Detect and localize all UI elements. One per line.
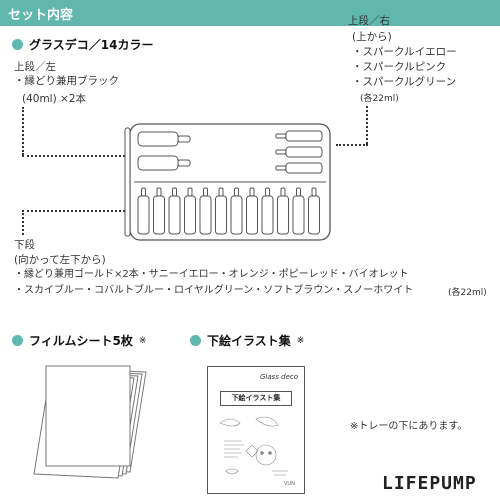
connector-left-horizontal (22, 155, 125, 157)
bottle-icon (215, 195, 227, 235)
bottle-cap-icon (265, 187, 270, 197)
header-bar (0, 0, 500, 26)
booklet-art-icon: VUN (219, 416, 295, 487)
upper-right-item-1: ・スパークルイエロー (352, 46, 457, 58)
svg-text:VUN: VUN (284, 481, 295, 487)
tray-note: ※トレーの下にあります。 (350, 421, 468, 432)
bottle-cap-icon (280, 187, 286, 197)
bottle-cap-icon (141, 187, 146, 197)
bottle-cap-icon (296, 187, 301, 197)
connector-lower-horizontal (22, 210, 125, 212)
connector-left-vertical (22, 107, 24, 155)
upper-right-label: 上段／右 (348, 15, 390, 27)
illust-title: 下絵イラスト集 (207, 334, 291, 348)
upper-left-detail: (40ml) ×2本 (22, 93, 87, 105)
film-title: フィルムシート5枚 (29, 334, 133, 348)
bottle-cap-icon (172, 187, 177, 197)
section-title-text: グラスデコ／14カラー (29, 38, 154, 52)
bottle-icon (230, 195, 243, 235)
bottle-icon (153, 195, 165, 235)
upper-right-item-3: ・スパークルグリーン (352, 76, 457, 88)
bottle-icon (277, 195, 289, 235)
bullet-dot-icon (12, 39, 23, 50)
brand-watermark: LIFEPUMP (382, 473, 477, 494)
illust-mark: ※ (296, 335, 305, 346)
bullet-dot-icon (190, 335, 201, 346)
bottle-cap-icon (203, 187, 208, 197)
booklet-brand: Glass deco (260, 373, 299, 381)
upper-right-item-2: ・スパークルピンク (352, 61, 447, 73)
upper-right-sub: (上から) (352, 31, 392, 43)
booklet-illustration: Glass deco 下絵イラスト集 VUN (207, 366, 305, 494)
bottle-cap-icon (218, 187, 224, 197)
lower-label: 下段 (14, 239, 35, 251)
lower-line-2: ・スカイブルー・コバルトブルー・ロイヤルグリーン・ソフトブラウン・スノーホワイト (14, 285, 414, 296)
bottle-icon (308, 195, 320, 235)
bottle-cap-icon (156, 187, 162, 197)
bottle-cap-icon (311, 187, 317, 197)
bottle-icon (184, 195, 196, 235)
connector-lower-vertical (22, 210, 24, 235)
lower-line-1: ・縁どり兼用ゴールド×2本・サニーイエロー・オレンジ・ポピーレッド・バイオレット (14, 269, 409, 280)
section-title-film: フィルムシート5枚 ※ (12, 332, 146, 349)
bottle-cap-icon (187, 187, 193, 197)
bottom-bottles (137, 187, 320, 235)
bottle-cap-icon (234, 187, 239, 197)
upper-left-label: 上段／左 (14, 61, 56, 73)
film-sheets-illustration (33, 365, 147, 479)
tray-illustration (124, 123, 331, 241)
booklet-title: 下絵イラスト集 (220, 391, 292, 406)
bottle-icon (246, 195, 258, 235)
bottle-icon (261, 195, 274, 235)
upper-left-item: ・縁どり兼用ブラック (14, 75, 119, 87)
upper-right-detail: (各22ml) (360, 94, 399, 104)
section-title-illust: 下絵イラスト集 ※ (190, 332, 304, 349)
bottle-icon (199, 195, 212, 235)
lower-sub: (向かって左下から) (14, 254, 106, 266)
section-title-glassdeco: グラスデコ／14カラー (12, 36, 153, 53)
connector-right-vertical (366, 106, 368, 144)
bottle-cap-icon (249, 187, 255, 197)
bottle-icon (168, 195, 181, 235)
bottle-icon (292, 195, 305, 235)
lower-detail: (各22ml) (448, 288, 487, 298)
connector-right-horizontal (336, 144, 368, 146)
bottle-icon (137, 195, 150, 235)
film-mark: ※ (138, 335, 147, 346)
header-title: セット内容 (8, 8, 74, 23)
bullet-dot-icon (12, 335, 23, 346)
